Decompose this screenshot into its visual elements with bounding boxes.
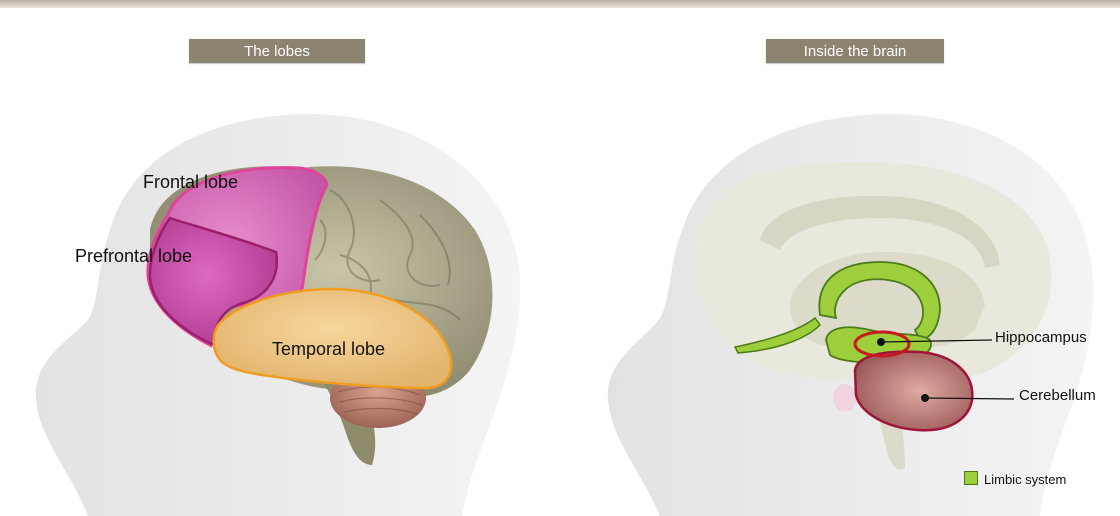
prefrontal-lobe-label: Prefrontal lobe — [75, 246, 192, 267]
frontal-lobe-label: Frontal lobe — [143, 172, 238, 193]
limbic-system-legend-label: Limbic system — [984, 472, 1066, 487]
hippocampus-label: Hippocampus — [995, 329, 1087, 346]
cerebellum-label: Cerebellum — [1019, 387, 1096, 404]
pituitary — [833, 384, 857, 412]
limbic-system-legend-swatch — [964, 471, 978, 485]
temporal-lobe-label: Temporal lobe — [272, 339, 385, 360]
